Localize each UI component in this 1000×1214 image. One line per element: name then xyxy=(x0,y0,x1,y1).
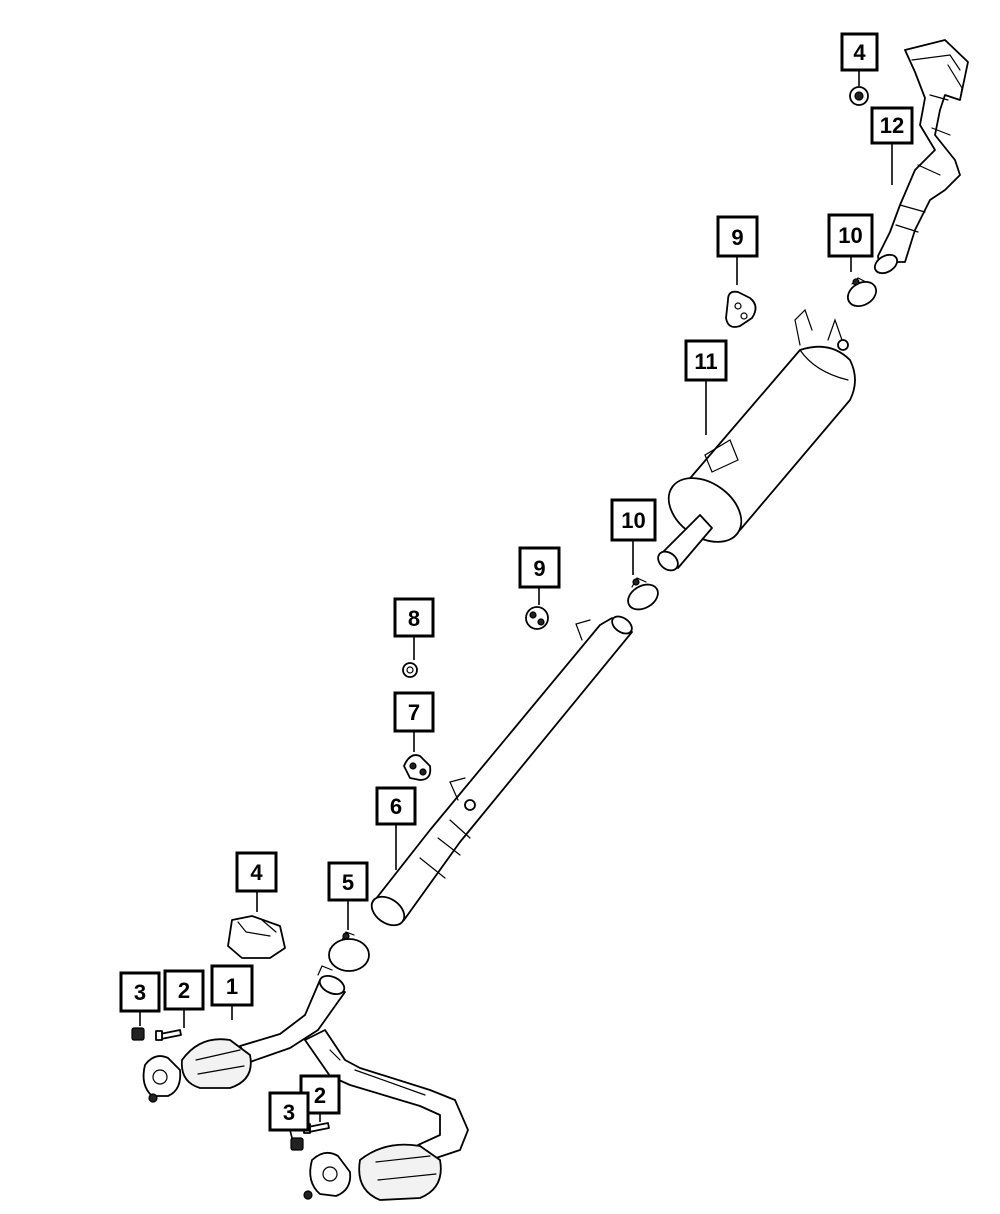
muffler-part xyxy=(657,308,856,572)
isolator-part-7 xyxy=(403,754,432,781)
svg-text:8: 8 xyxy=(408,606,420,631)
heat-shield-part xyxy=(227,915,286,959)
nut-part-lower xyxy=(290,1137,304,1151)
callout-10-top: 10 xyxy=(827,213,874,258)
svg-text:3: 3 xyxy=(134,980,146,1005)
callout-9-top: 9 xyxy=(716,215,759,258)
svg-text:1: 1 xyxy=(226,974,238,999)
svg-text:4: 4 xyxy=(853,40,866,65)
svg-text:6: 6 xyxy=(390,794,402,819)
callout-12: 12 xyxy=(870,106,914,145)
callout-5: 5 xyxy=(327,861,369,902)
callout-9-middle: 9 xyxy=(518,546,561,589)
callout-10-middle: 10 xyxy=(610,498,657,542)
clamp-part-top xyxy=(846,277,878,308)
tail-pipe-part xyxy=(873,39,969,275)
callout-3-upper: 3 xyxy=(119,971,161,1013)
callout-11: 11 xyxy=(684,339,728,382)
svg-text:9: 9 xyxy=(731,225,743,250)
callout-1: 1 xyxy=(210,964,254,1007)
nut-part xyxy=(402,662,418,678)
callout-3-lower: 3 xyxy=(268,1091,310,1132)
svg-text:3: 3 xyxy=(283,1100,295,1125)
svg-text:7: 7 xyxy=(408,700,420,725)
leader-lines xyxy=(139,70,893,1139)
front-pipe-catalytic-converter-part xyxy=(142,965,469,1201)
intermediate-pipe-part xyxy=(370,615,633,927)
hanger-isolator-part-top xyxy=(849,86,869,106)
svg-text:5: 5 xyxy=(342,870,354,895)
svg-text:2: 2 xyxy=(178,978,190,1003)
callout-7: 7 xyxy=(393,691,435,733)
clamp-ring-part xyxy=(328,931,370,972)
svg-text:2: 2 xyxy=(314,1083,326,1108)
isolator-part-middle xyxy=(525,606,549,630)
svg-text:9: 9 xyxy=(533,556,545,581)
callout-6: 6 xyxy=(375,786,417,826)
svg-text:11: 11 xyxy=(694,349,717,374)
clamp-part-middle xyxy=(627,577,659,611)
callout-2-upper: 2 xyxy=(163,969,205,1011)
bolt-part-upper xyxy=(155,1029,182,1041)
callout-4-lower: 4 xyxy=(235,851,278,893)
svg-text:12: 12 xyxy=(880,113,904,138)
callout-8: 8 xyxy=(393,597,435,638)
svg-text:10: 10 xyxy=(621,508,645,533)
svg-text:10: 10 xyxy=(838,223,862,248)
svg-text:4: 4 xyxy=(250,860,263,885)
callout-4-top: 4 xyxy=(840,32,879,72)
nut-part-upper xyxy=(131,1027,145,1041)
isolator-part-top xyxy=(725,290,757,328)
